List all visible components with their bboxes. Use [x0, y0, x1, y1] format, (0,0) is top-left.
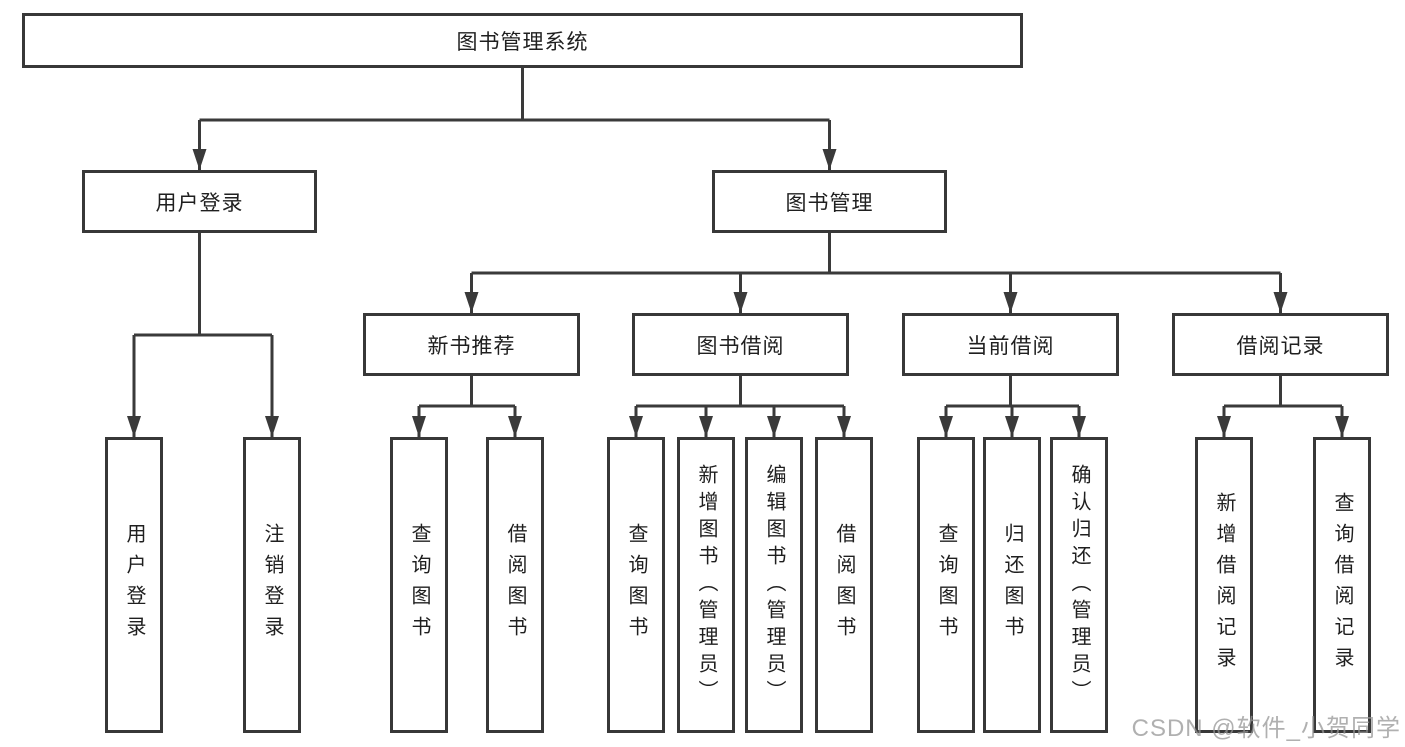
- connector-book-borrow-children: [629, 376, 851, 437]
- leaf-logout: 注销登录: [243, 437, 301, 733]
- connector-borrow-records-children: [1217, 376, 1349, 437]
- leaf-user-login: 用户登录: [105, 437, 163, 733]
- node-current-borrow-label: 当前借阅: [966, 334, 1055, 358]
- leaf-query-books-current: 查询图书: [917, 437, 975, 733]
- csdn-watermark: CSDN @软件_小贺同学: [1131, 715, 1401, 742]
- connector-root-to-level2: [192, 68, 837, 170]
- node-book-borrow: 图书借阅: [632, 313, 849, 376]
- node-new-book-recommend: 新书推荐: [363, 313, 580, 376]
- connector-current-borrow-children: [939, 376, 1086, 437]
- node-book-borrow-label: 图书借阅: [696, 334, 785, 358]
- leaf-borrow-books: 借阅图书: [815, 437, 873, 733]
- node-new-book-recommend-label: 新书推荐: [427, 334, 516, 358]
- leaf-query-books-recommend-label: 查询图书: [408, 523, 430, 647]
- leaf-borrow-books-label: 借阅图书: [833, 523, 855, 647]
- leaf-confirm-return-admin: 确认归还（管理员）: [1050, 437, 1108, 733]
- node-user-login-label: 用户登录: [155, 191, 244, 215]
- node-book-management: 图书管理: [712, 170, 947, 233]
- leaf-edit-books-admin-label: 编辑图书（管理员）: [763, 463, 785, 707]
- leaf-borrow-books-recommend-label: 借阅图书: [504, 523, 526, 647]
- leaf-return-books: 归还图书: [983, 437, 1041, 733]
- node-library-system: 图书管理系统: [22, 13, 1023, 68]
- leaf-borrow-books-recommend: 借阅图书: [486, 437, 544, 733]
- leaf-logout-label: 注销登录: [261, 523, 283, 647]
- leaf-return-books-label: 归还图书: [1001, 523, 1023, 647]
- leaf-user-login-label: 用户登录: [123, 523, 145, 647]
- node-current-borrow: 当前借阅: [902, 313, 1119, 376]
- leaf-edit-books-admin: 编辑图书（管理员）: [745, 437, 803, 733]
- node-user-login: 用户登录: [82, 170, 317, 233]
- leaf-add-books-admin: 新增图书（管理员）: [677, 437, 735, 733]
- leaf-query-books-current-label: 查询图书: [935, 523, 957, 647]
- leaf-query-borrow-record-label: 查询借阅记录: [1331, 492, 1353, 678]
- leaf-confirm-return-admin-label: 确认归还（管理员）: [1068, 463, 1090, 707]
- node-book-management-label: 图书管理: [785, 191, 874, 215]
- leaf-query-borrow-record: 查询借阅记录: [1313, 437, 1371, 733]
- connector-new-book-recommend-children: [412, 376, 522, 437]
- leaf-add-borrow-record: 新增借阅记录: [1195, 437, 1253, 733]
- connector-user-login-children: [127, 233, 279, 437]
- leaf-add-books-admin-label: 新增图书（管理员）: [695, 463, 717, 707]
- connector-book-management-children: [464, 233, 1288, 313]
- leaf-query-books-recommend: 查询图书: [390, 437, 448, 733]
- node-borrow-records-label: 借阅记录: [1236, 334, 1325, 358]
- leaf-query-books-borrow-label: 查询图书: [625, 523, 647, 647]
- node-library-system-label: 图书管理系统: [456, 30, 589, 54]
- leaf-query-books-borrow: 查询图书: [607, 437, 665, 733]
- node-borrow-records: 借阅记录: [1172, 313, 1389, 376]
- leaf-add-borrow-record-label: 新增借阅记录: [1213, 492, 1235, 678]
